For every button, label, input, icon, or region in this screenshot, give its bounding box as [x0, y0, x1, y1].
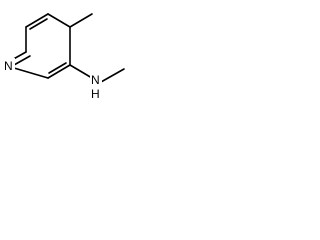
amine-n-bg	[90, 72, 102, 86]
structure-diagram: N N H	[3, 13, 125, 101]
n-methyl-bond	[100, 68, 125, 83]
methyl-bond	[69, 13, 93, 28]
ring-bond-c2-c3-double	[48, 62, 67, 74]
ring-bond-c4-c5-double	[29, 18, 48, 30]
amine-bond	[69, 64, 93, 79]
pyridine-n-bg	[3, 58, 15, 72]
amine-hydrogen-label: H	[91, 87, 100, 101]
ring-bond-c2-c3	[47, 64, 71, 79]
amine-nitrogen-label: N	[91, 73, 100, 87]
ring-bond-c4-c5	[25, 13, 49, 28]
pyridine-nitrogen-label: N	[4, 59, 13, 73]
ring-bond-n1-c2	[13, 67, 49, 79]
ring-bond-c6-n1-double	[13, 55, 31, 66]
ring-bond-c4-c3	[47, 13, 71, 28]
